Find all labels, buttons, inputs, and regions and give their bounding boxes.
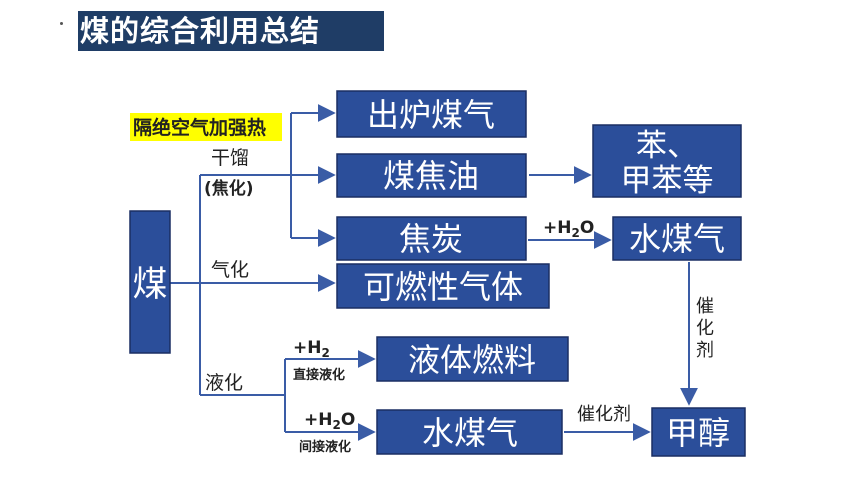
node-water-gas-1: 水煤气 [629, 220, 725, 258]
node-box-coke-oven-gas [336, 90, 527, 138]
node-box-coal-tar [336, 153, 527, 198]
node-box-methanol [651, 407, 746, 457]
node-box-coal [129, 210, 171, 354]
node-box-liquid-fuel [376, 336, 569, 382]
node-box-water-gas-1 [612, 216, 742, 261]
node-coal-tar: 煤焦油 [383, 157, 479, 195]
label-indirect-liquefaction: 间接液化 [299, 439, 351, 455]
bullet-dot [60, 22, 63, 25]
node-coal: 煤 [132, 265, 167, 305]
node-box-combustible-gas [336, 263, 550, 309]
node-box-benzene [592, 124, 742, 198]
highlight-bg [130, 113, 282, 141]
title-bar [78, 11, 384, 51]
label-dry-distillation: 干馏 [211, 147, 249, 169]
node-coke: 焦炭 [399, 220, 463, 258]
label-coking: (焦化) [204, 178, 254, 199]
text-line: 剂 [696, 340, 714, 361]
label-plus-h2: +H2 [293, 338, 330, 360]
label-direct-liquefaction: 直接液化 [293, 367, 345, 383]
page-title: 煤的综合利用总结 [80, 14, 321, 48]
node-combustible-gas: 可燃性气体 [363, 268, 523, 306]
node-water-gas-2: 水煤气 [422, 414, 518, 452]
label-gasification: 气化 [211, 259, 249, 281]
node-box-water-gas-2 [376, 409, 563, 455]
label-catalyst-vertical: 催化剂 [696, 296, 714, 361]
text-line: 甲苯等 [621, 163, 714, 199]
label-liquefaction: 液化 [205, 372, 243, 394]
node-box-coke [336, 216, 527, 261]
label-plus-h2o-coke: +H2O [543, 218, 594, 240]
node-methanol: 甲醇 [666, 414, 730, 452]
text-line: 苯、 [636, 128, 698, 164]
label-isolate-air: 隔绝空气加强热 [133, 116, 266, 139]
node-liquid-fuel: 液体燃料 [408, 341, 536, 379]
label-plus-h2o-liquefaction: +H2O [304, 410, 355, 432]
text-line: 化 [696, 318, 714, 339]
node-benzene: 苯、甲苯等 [621, 128, 714, 199]
node-coke-oven-gas: 出炉煤气 [367, 96, 495, 134]
text-line: 催 [696, 296, 714, 317]
label-catalyst-horizontal: 催化剂 [577, 404, 631, 425]
